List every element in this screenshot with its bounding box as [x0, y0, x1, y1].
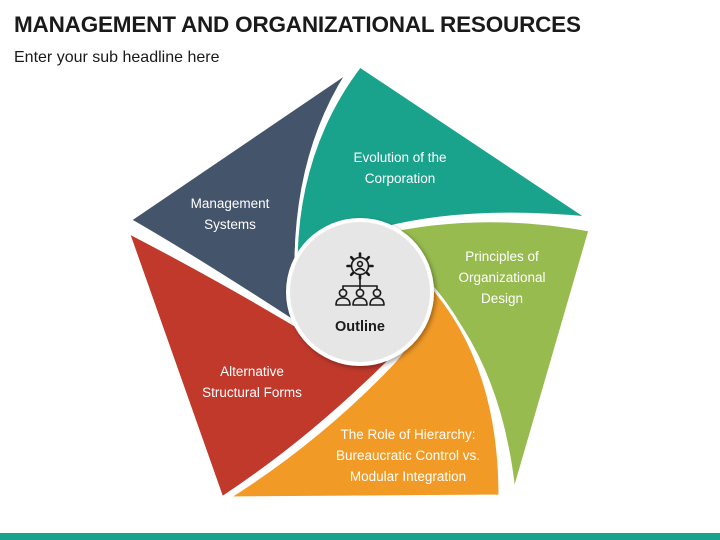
page-title: MANAGEMENT AND ORGANIZATIONAL RESOURCES [14, 12, 581, 37]
segment-label-role-of-hierarchy: The Role of Hierarchy: Bureaucratic Cont… [335, 427, 481, 484]
segment-label-alternative-forms: Alternative Structural Forms [202, 364, 302, 400]
segment-label-evolution-of-corporation: Evolution of the Corporation [353, 150, 447, 186]
page-subtitle: Enter your sub headline here [14, 49, 220, 66]
center-label: Outline [335, 319, 385, 335]
segment-label-management-systems: Management Systems [190, 196, 270, 232]
bottom-accent-bar [0, 533, 720, 540]
segment-label-principles-of-design: Principles of Organizational Design [458, 249, 546, 306]
organization-hierarchy-gear-icon [335, 252, 385, 306]
center-circle-fill [290, 222, 430, 362]
